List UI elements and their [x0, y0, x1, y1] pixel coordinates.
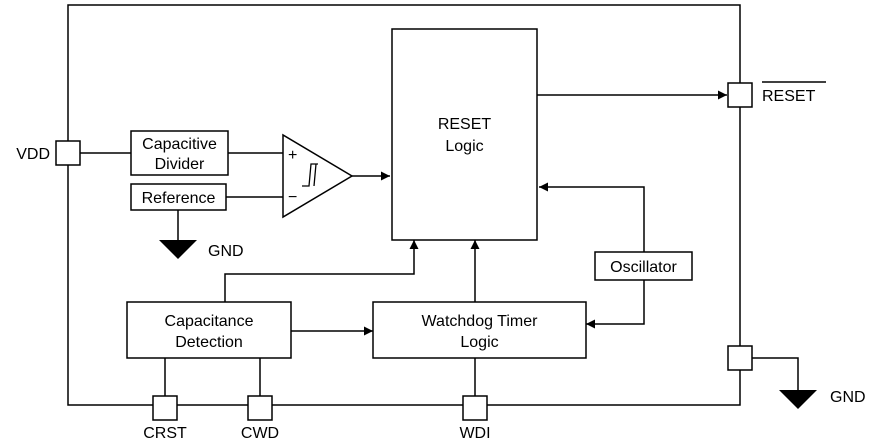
- gnd-pin: [727, 345, 753, 371]
- cwd-pin: [247, 395, 273, 421]
- device-outline: [67, 4, 741, 406]
- watchdog-label-2: Logic: [460, 334, 498, 351]
- ground-icon-external: [779, 390, 817, 409]
- hysteresis-icon: [302, 163, 318, 187]
- vdd-pin: [55, 140, 81, 166]
- watchdog-label-1: Watchdog Timer: [422, 313, 539, 330]
- watchdog-timer-block: Watchdog Timer Logic: [372, 301, 587, 359]
- capacitance-detection-label-2: Detection: [175, 334, 243, 351]
- capacitive-divider-label-1: Capacitive: [142, 136, 217, 153]
- wires: [80, 90, 799, 396]
- reference-label: Reference: [142, 190, 216, 207]
- capacitance-detection-block: Capacitance Detection: [126, 301, 292, 359]
- wdi-pin-label: WDI: [459, 425, 490, 441]
- wdi-pin: [462, 395, 488, 421]
- crst-pin-label: CRST: [143, 425, 187, 441]
- reset-pin: [727, 82, 753, 108]
- cwd-pin-label: CWD: [241, 425, 279, 441]
- ground-icon-internal: [159, 240, 197, 259]
- reset-logic-label-2: Logic: [445, 138, 483, 155]
- reference-block: Reference: [130, 183, 227, 211]
- oscillator-label: Oscillator: [610, 259, 677, 276]
- comparator: + −: [282, 133, 354, 219]
- capacitive-divider-block: Capacitive Divider: [130, 130, 229, 176]
- comparator-plus: +: [288, 147, 297, 164]
- reset-logic-block: RESET Logic: [391, 28, 538, 241]
- crst-pin: [152, 395, 178, 421]
- capacitive-divider-label-2: Divider: [155, 156, 205, 173]
- external-gnd-label: GND: [830, 389, 866, 406]
- reset-pin-label: RESET: [762, 88, 816, 105]
- reset-logic-label-1: RESET: [438, 116, 492, 133]
- comparator-minus: −: [288, 189, 297, 206]
- oscillator-block: Oscillator: [594, 251, 693, 281]
- vdd-pin-label: VDD: [16, 146, 50, 163]
- capacitance-detection-label-1: Capacitance: [165, 313, 254, 330]
- internal-gnd-label: GND: [208, 243, 244, 260]
